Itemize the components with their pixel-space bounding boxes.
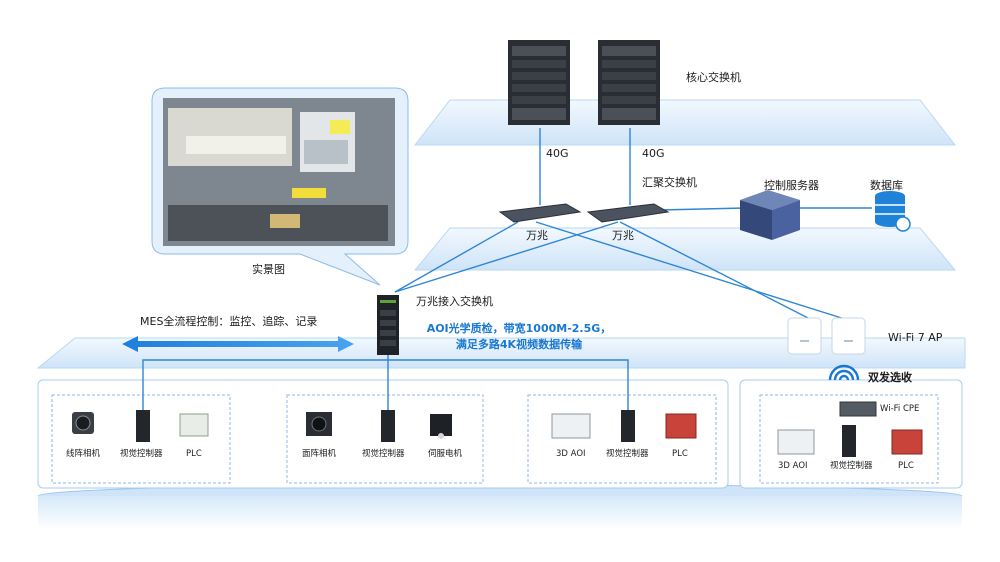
vision-controller-3[interactable] <box>621 410 635 442</box>
wifi-signal-icon <box>828 364 860 381</box>
wifi-ap-1-led <box>800 340 809 342</box>
dual-send-label: 双发选收 <box>868 371 912 384</box>
control-server[interactable] <box>740 190 800 240</box>
site-photo <box>163 98 395 246</box>
mes-label: MES全流程控制：监控、追踪、记录 <box>140 315 318 328</box>
aoi-3d-2[interactable] <box>777 429 815 455</box>
g3-item-3-label: PLC <box>672 449 688 459</box>
wifi-ap-1[interactable] <box>787 317 822 355</box>
vision-controller-1[interactable] <box>136 410 150 442</box>
g4-item-3-label: PLC <box>898 461 914 471</box>
access-switch-label: 万兆接入交换机 <box>416 295 493 308</box>
agg-switch-right[interactable] <box>586 203 670 223</box>
g1-item-1-label: 线阵相机 <box>66 449 101 459</box>
wifi-cpe[interactable] <box>839 401 877 417</box>
access-note-line2: 满足多路4K视频数据传输 <box>455 338 583 351</box>
database-label: 数据库 <box>870 179 903 192</box>
line-scan-camera[interactable] <box>72 412 94 434</box>
group-3-frame <box>527 394 717 484</box>
mes-arrow <box>122 336 354 352</box>
g2-item-2-label: 视觉控制器 <box>362 449 405 459</box>
base-slab <box>38 496 962 530</box>
plc-2[interactable] <box>665 413 697 439</box>
plc-3[interactable] <box>891 429 923 455</box>
vision-controller-2[interactable] <box>381 410 395 442</box>
server-label: 控制服务器 <box>764 179 819 192</box>
core-switch-1[interactable] <box>508 40 570 125</box>
wifi-cpe-label: Wi-Fi CPE <box>880 404 920 414</box>
database-icon <box>875 191 911 232</box>
photo-caption: 实景图 <box>252 263 285 276</box>
g3-item-2-label: 视觉控制器 <box>606 449 649 459</box>
agg-switch-right-label: 万兆 <box>612 229 634 242</box>
wifi-ap-label: Wi-Fi 7 AP <box>888 331 943 344</box>
servo-motor[interactable] <box>430 414 452 439</box>
plc-1[interactable] <box>179 413 209 437</box>
g4-item-2-label: 视觉控制器 <box>830 461 873 471</box>
core-platform <box>413 99 957 146</box>
wifi-ap-2[interactable] <box>831 317 866 355</box>
core-link-right-label: 40G <box>642 147 665 160</box>
g3-item-1-label: 3D AOI <box>556 449 586 459</box>
aoi-3d-1[interactable] <box>551 413 591 439</box>
agg-switch-left[interactable] <box>498 203 582 223</box>
g2-item-3-label: 伺服电机 <box>428 449 463 459</box>
group-2-frame <box>286 394 484 484</box>
g4-item-1-label: 3D AOI <box>778 461 808 471</box>
core-switch-label: 核心交换机 <box>686 71 741 84</box>
links <box>142 128 872 412</box>
aggregation-switch-label: 汇聚交换机 <box>642 176 697 189</box>
vision-controller-4[interactable] <box>842 425 856 457</box>
g2-item-1-label: 面阵相机 <box>302 449 337 459</box>
agg-switch-left-label: 万兆 <box>526 229 548 242</box>
access-note-line1: AOI光学质检，带宽1000M-2.5G， <box>426 322 612 335</box>
area-scan-camera[interactable] <box>306 412 332 436</box>
g1-item-3-label: PLC <box>186 449 202 459</box>
core-switch-2[interactable] <box>598 40 660 125</box>
g1-item-2-label: 视觉控制器 <box>120 449 163 459</box>
core-link-left-label: 40G <box>546 147 569 160</box>
access-switch[interactable] <box>377 295 399 355</box>
wifi-ap-2-led <box>844 340 853 342</box>
group-1-frame <box>51 394 231 484</box>
group-4-frame <box>759 394 939 484</box>
